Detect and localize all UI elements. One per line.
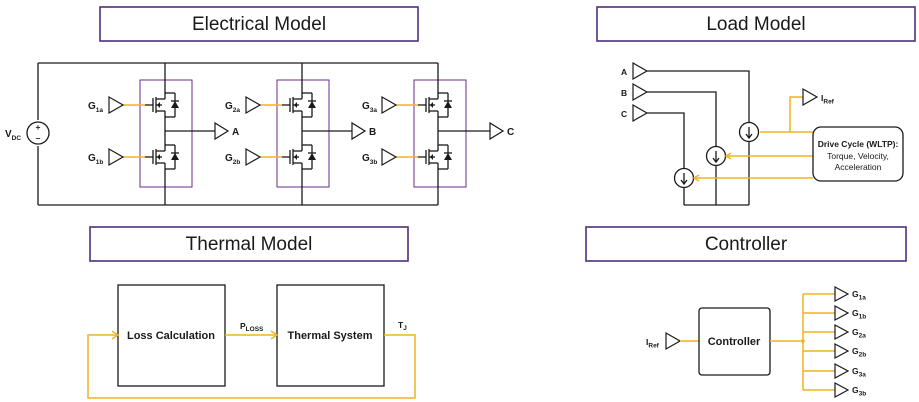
gate-output-port-icon: [834, 304, 850, 322]
gate-output-port-icon: [834, 362, 850, 380]
header-load: Load Model: [596, 6, 916, 42]
input-label: A: [621, 67, 627, 77]
svg-text:Thermal Model: Thermal Model: [186, 234, 313, 255]
output-label: C: [507, 127, 514, 138]
leg-box: [276, 79, 330, 188]
current-source-icon: [673, 167, 695, 189]
ploss-label: PLOSS: [240, 321, 264, 333]
leg-box: [139, 79, 193, 188]
mosfet-low-icon: [281, 144, 317, 170]
output-label: B: [369, 127, 376, 138]
current-source-icon: [738, 121, 760, 143]
gate-output-port-icon: [834, 323, 850, 341]
gate-output-label: G2b: [852, 346, 866, 359]
gate-port-icon: [108, 147, 125, 167]
gate-output-label: G2a: [852, 327, 866, 340]
inverter-leg-2: B G2a G2b: [225, 63, 376, 205]
drive-cycle-title: Drive Cycle (WLTP):: [818, 139, 899, 149]
loss-calculation-block: [117, 284, 226, 387]
mosfet-low-icon: [417, 144, 453, 170]
gate-output-label: G1a: [852, 289, 866, 302]
gate-port-icon: [381, 95, 398, 115]
svg-text:Controller: Controller: [708, 336, 761, 348]
output-port-icon: [214, 121, 230, 141]
tj-label: TJ: [398, 320, 407, 332]
input-port-icon: [632, 61, 649, 81]
header-controller: Controller: [585, 226, 907, 262]
gate-label: G2b: [225, 153, 240, 166]
output-label: A: [232, 127, 239, 138]
vdc-label: VDC: [5, 129, 21, 142]
current-source-icon: [705, 145, 727, 167]
controller-model: IRef Controller G1a G1b G2a G2b G3a G3b: [646, 285, 866, 399]
svg-text:Thermal System: Thermal System: [288, 330, 373, 342]
gate-output-label: G1b: [852, 308, 866, 321]
input-label: B: [621, 88, 627, 98]
gate-port-icon: [381, 147, 398, 167]
input-port-icon: [632, 82, 649, 102]
svg-text:Electrical Model: Electrical Model: [192, 14, 326, 35]
gate-output-label: G3b: [852, 385, 866, 398]
gate-label: G1a: [88, 101, 103, 114]
svg-text:+: +: [36, 122, 41, 132]
load-model: A B C IRef Drive Cycle (WLTP): Torque, V…: [621, 61, 904, 206]
tj-feedback-signal: [87, 334, 416, 399]
gate-label: G2a: [225, 101, 240, 114]
input-label: C: [621, 109, 627, 119]
gate-label: G1b: [88, 153, 103, 166]
svg-text:Load Model: Load Model: [706, 14, 805, 35]
thermal-model: Loss Calculation Thermal System PLOSS TJ: [87, 284, 416, 399]
gate-output-port-icon: [834, 381, 850, 399]
dc-source-icon: + –: [26, 121, 50, 145]
gate-port-icon: [245, 95, 262, 115]
mosfet-high-icon: [417, 92, 453, 118]
gate-label: G3b: [362, 153, 377, 166]
gate-output-label: G3a: [852, 366, 866, 379]
gate-output-port-icon: [834, 285, 850, 303]
gate-port-icon: [108, 95, 125, 115]
input-port-icon: [632, 103, 649, 123]
output-port-icon: [351, 121, 367, 141]
electrical-model: + – VDC A G1a G1b: [5, 62, 514, 206]
header-electrical: Electrical Model: [99, 6, 419, 42]
iref-label: IRef: [821, 93, 835, 106]
leg-box: [413, 79, 467, 188]
svg-text:Loss Calculation: Loss Calculation: [127, 330, 215, 342]
gate-output-port-icon: [834, 342, 850, 360]
inverter-leg-1: A G1a G1b: [88, 63, 239, 205]
drive-cycle-text: Acceleration: [835, 162, 882, 172]
gate-port-icon: [245, 147, 262, 167]
mosfet-high-icon: [144, 92, 180, 118]
mosfet-high-icon: [281, 92, 317, 118]
output-port-icon: [489, 121, 505, 141]
gate-label: G3a: [362, 101, 377, 114]
inverter-leg-3: C G3a G3b: [362, 63, 514, 205]
svg-text:–: –: [36, 133, 41, 143]
iref-label: IRef: [646, 337, 660, 350]
svg-text:Controller: Controller: [705, 234, 788, 255]
drive-cycle-block: [812, 126, 904, 182]
iref-input-port-icon: [665, 331, 682, 351]
mosfet-low-icon: [144, 144, 180, 170]
iref-output-port-icon: [802, 87, 819, 107]
drive-cycle-text: Torque, Velocity,: [827, 151, 889, 161]
header-thermal: Thermal Model: [89, 226, 409, 262]
